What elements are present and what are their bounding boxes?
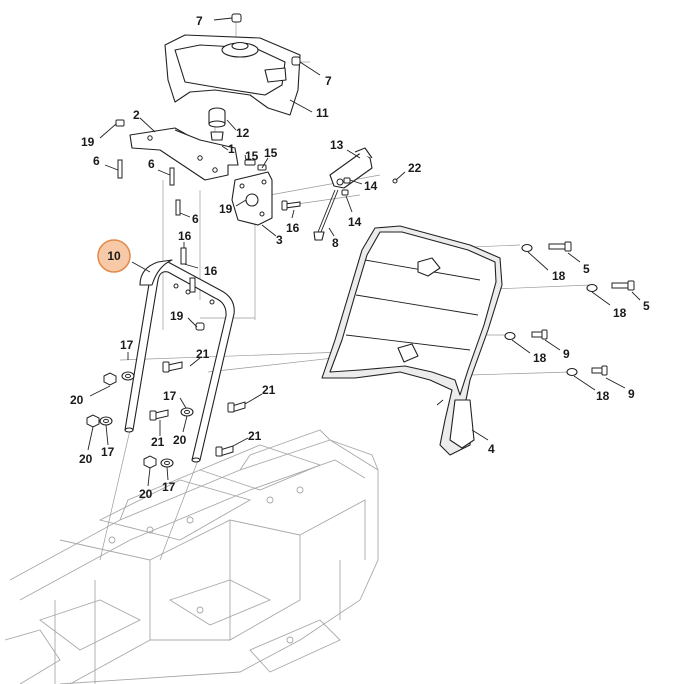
callout-13: 13 (330, 138, 344, 152)
callout-5-a: 5 (583, 262, 590, 276)
callout-12: 12 (236, 126, 250, 140)
callout-9-a: 9 (563, 347, 570, 361)
callout-18-b: 18 (613, 306, 627, 320)
callout-10-highlight: 10 (97, 239, 131, 273)
callout-10: 10 (107, 249, 121, 263)
callout-21-c: 21 (151, 435, 165, 449)
part-16-bolt-right (281, 200, 301, 211)
part-16-bolts (180, 247, 205, 331)
callout-17-d: 17 (162, 480, 176, 494)
callout-21-b: 21 (262, 383, 276, 397)
highlight-circle (97, 239, 131, 273)
part-10-handle-frame (124, 259, 235, 463)
callout-20-c: 20 (79, 452, 93, 466)
assembly-guide-lines (99, 20, 591, 561)
callout-19-frame: 19 (170, 309, 184, 323)
callout-14-lower: 14 (348, 215, 362, 229)
part-4-shroud (321, 225, 503, 456)
callout-20-b: 20 (173, 433, 187, 447)
callout-15-right: 15 (264, 146, 278, 160)
callout-17-c: 17 (101, 445, 115, 459)
part-7-bolts (213, 13, 321, 76)
callout-7-right: 7 (325, 74, 332, 88)
small-bolts-upper (99, 119, 191, 218)
handle-fasteners (86, 361, 246, 469)
callout-4: 4 (488, 442, 495, 456)
callout-5-b: 5 (643, 299, 650, 313)
callout-16-top: 16 (178, 229, 192, 243)
callout-15-left: 15 (245, 149, 259, 163)
callout-6-middle: 6 (148, 157, 155, 171)
callout-9-b: 9 (628, 387, 635, 401)
chassis-frame (4, 429, 379, 684)
callout-17-b: 17 (163, 389, 177, 403)
callout-20-d: 20 (139, 487, 153, 501)
callout-21-d: 21 (248, 429, 262, 443)
callout-16-plate: 16 (286, 221, 300, 235)
callout-18-d: 18 (596, 389, 610, 403)
label-leaders (87, 145, 406, 487)
callout-19-plate: 19 (219, 202, 233, 216)
callout-22: 22 (408, 161, 422, 175)
callout-7-top: 7 (196, 14, 203, 28)
callout-18-a: 18 (552, 269, 566, 283)
part-12-bushing (208, 107, 237, 141)
part-2-bracket (129, 117, 239, 181)
callout-19-upper: 19 (81, 135, 95, 149)
callout-18-c: 18 (533, 351, 547, 365)
callout-17-a: 17 (120, 338, 134, 352)
callout-6-left: 6 (93, 154, 100, 168)
part-13-lever-and-8-rod (313, 147, 398, 241)
callout-8: 8 (332, 236, 339, 250)
part-3-mount-plate (231, 159, 277, 237)
part-11-top-cover (164, 34, 313, 116)
callout-labels: 7 7 11 2 12 19 1 6 6 15 15 13 22 14 14 1… (70, 14, 650, 501)
shroud-fasteners (504, 241, 641, 391)
callout-14-upper: 14 (364, 179, 378, 193)
callout-3: 3 (276, 233, 283, 247)
callout-21-a: 21 (196, 347, 210, 361)
callout-1: 1 (228, 142, 235, 156)
callout-20-a: 20 (70, 393, 84, 407)
callout-6-lower: 6 (192, 212, 199, 226)
callout-2: 2 (133, 108, 140, 122)
callout-16-mid: 16 (204, 264, 218, 278)
callout-11: 11 (316, 106, 329, 120)
